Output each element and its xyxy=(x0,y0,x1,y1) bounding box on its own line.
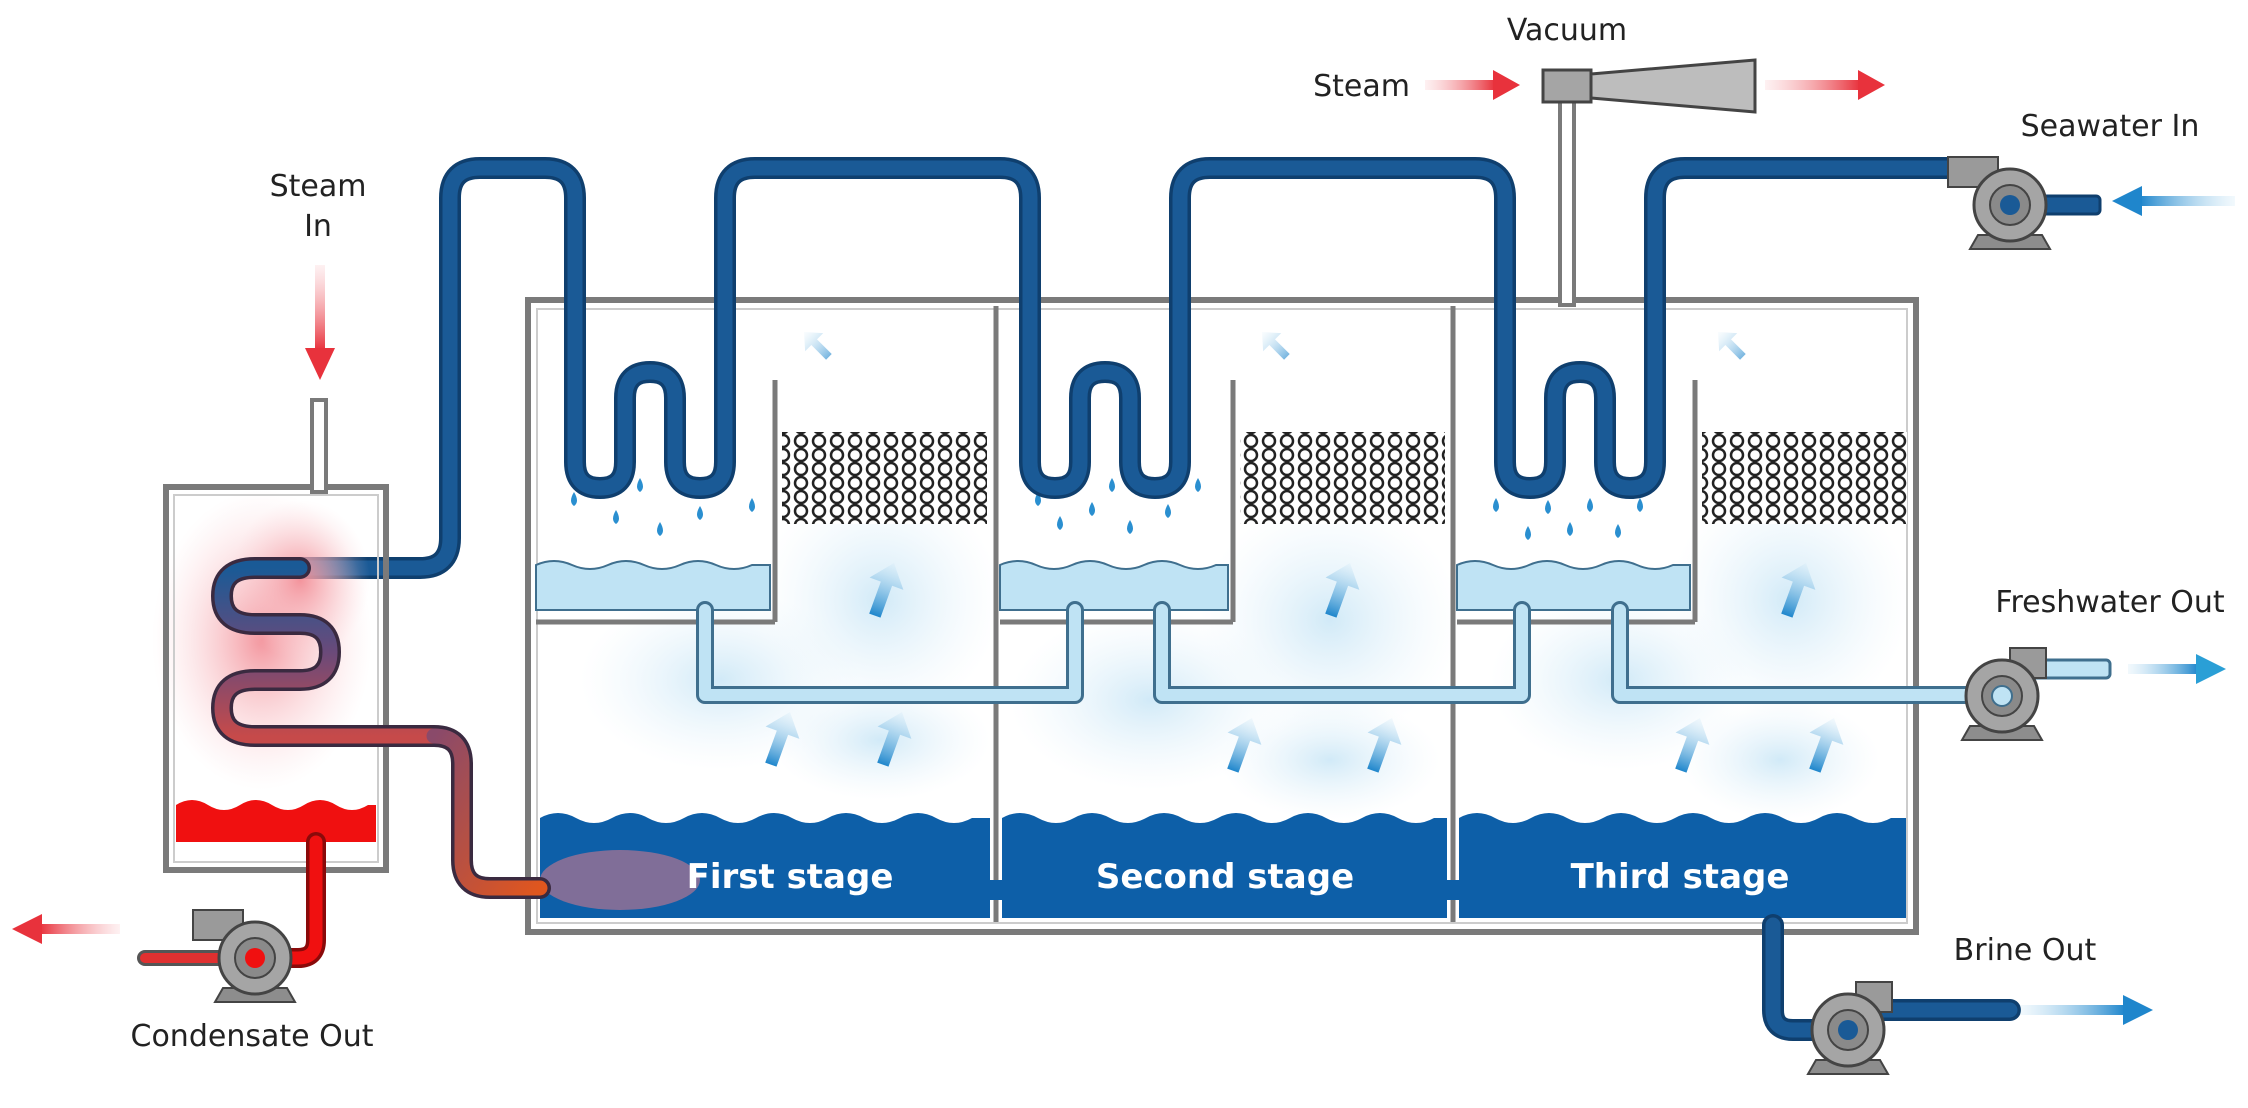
freshwater-collection-pipe xyxy=(696,601,2004,704)
label-steam-in-line1: Steam xyxy=(270,169,367,204)
vapor-clouds xyxy=(580,480,1910,820)
steam-inlet-arrow xyxy=(1425,70,1520,100)
seawater-pipe xyxy=(289,157,1966,579)
seawater-in-nozzle xyxy=(2038,194,2102,216)
seawater-in-arrow xyxy=(2112,186,2235,216)
condensate-pipe xyxy=(137,832,326,968)
condensate-pump-icon xyxy=(192,909,297,1003)
demister-mesh-1 xyxy=(782,432,987,524)
freshwater-pump-icon xyxy=(1960,647,2047,741)
demister-mesh-2 xyxy=(1240,432,1445,524)
stage-dividers xyxy=(993,306,1456,922)
steam-in-arrow xyxy=(305,265,335,380)
vacuum-ejector xyxy=(1541,58,1757,307)
label-freshwater-out: Freshwater Out xyxy=(1995,585,2224,620)
vessel-outline xyxy=(525,297,1919,935)
stage-1-condenser xyxy=(535,380,987,625)
label-steam: Steam xyxy=(1313,69,1410,104)
label-seawater-in: Seawater In xyxy=(2021,109,2200,144)
stage-label-3: Third stage xyxy=(1571,857,1790,897)
condensate-out-arrow xyxy=(12,914,120,944)
condensate-drops xyxy=(571,478,1643,540)
label-vacuum: Vacuum xyxy=(1507,13,1627,48)
brine-heater xyxy=(152,398,389,873)
vapor-flow-arrows xyxy=(765,332,1844,773)
stage-label-1: First stage xyxy=(687,857,894,897)
label-steam-in-line2: In xyxy=(304,209,332,244)
heater-coil xyxy=(211,557,551,899)
brine-pump-icon xyxy=(1806,981,1893,1075)
heated-brine-glow xyxy=(540,850,700,910)
stage-3-condenser xyxy=(1456,380,1907,625)
label-brine-out: Brine Out xyxy=(1954,933,2097,968)
demister-mesh-3 xyxy=(1702,432,1907,524)
ejector-exhaust-arrow xyxy=(1765,70,1885,100)
brine-out-arrow xyxy=(2020,995,2153,1025)
seawater-pump-icon xyxy=(1947,156,2052,250)
freshwater-out-arrow xyxy=(2128,654,2226,684)
label-condensate-out: Condensate Out xyxy=(131,1019,374,1054)
stage-label-2: Second stage xyxy=(1096,857,1354,897)
stage-2-condenser xyxy=(999,380,1445,625)
